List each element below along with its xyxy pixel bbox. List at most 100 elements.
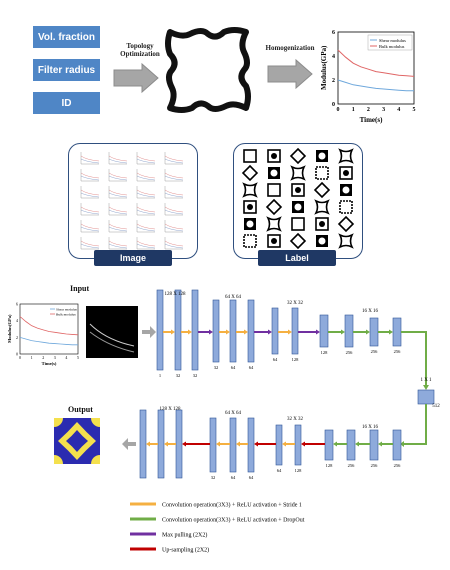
label-shape <box>267 234 281 248</box>
encoder-channel-label: 64 <box>249 365 254 370</box>
mini-chart-line <box>80 155 100 162</box>
input-vol-fraction: Vol. fraction <box>33 26 100 48</box>
mini-chart-line <box>108 209 128 215</box>
decoder-block <box>209 417 217 473</box>
label-shape-core <box>271 153 277 159</box>
mini-chart-line <box>80 243 100 249</box>
decoder-block <box>139 409 147 479</box>
encoder-connection-head <box>171 329 175 335</box>
small-xlabel: Time(s) <box>42 361 57 366</box>
encoder-block <box>369 317 379 347</box>
mini-chart-line <box>164 192 184 198</box>
mini-chart-line <box>108 223 128 230</box>
x-tick-label: 4 <box>397 107 400 113</box>
small-y-tick: 2 <box>16 335 18 340</box>
small-x-tick: 1 <box>31 355 33 360</box>
x-tick-label: 3 <box>382 107 385 113</box>
bottleneck-in-head <box>423 385 429 390</box>
label-shape <box>338 233 354 249</box>
mini-chart-line <box>164 175 184 181</box>
decoder-block <box>294 424 302 466</box>
encoder-channel-label: 32 <box>193 373 198 378</box>
label-shape <box>243 149 257 163</box>
series-line-bulk <box>337 49 415 77</box>
label-shape <box>243 200 257 214</box>
encoder-channel-label: 128 <box>321 350 329 355</box>
mini-chart-line <box>136 240 156 247</box>
x-tick-label: 2 <box>367 107 370 113</box>
decoder-channel-label: 256 <box>394 463 402 468</box>
network-diagram: 1323232646464128128256256256132323264646… <box>122 289 440 480</box>
legend-label: Convolution operation(3X3) + ReLU activa… <box>162 517 305 524</box>
mini-chart-line <box>80 240 100 247</box>
label-shape <box>314 199 330 215</box>
decoder-connection-head <box>378 441 382 447</box>
decoder-connection-head <box>254 441 258 447</box>
mini-chart-line <box>164 155 184 162</box>
dec-dim-16: 16 X 16 <box>362 425 379 430</box>
encoder-channel-label: 128 <box>292 357 300 362</box>
encoder-channel-label: 64 <box>231 365 236 370</box>
small-x-tick: 4 <box>65 355 67 360</box>
dec-dim-128: 128 X 128 <box>159 407 181 412</box>
output-arrow <box>122 438 136 450</box>
dec-dim-64: 64 X 64 <box>225 411 242 416</box>
decoder-block <box>324 429 334 461</box>
output-title: Output <box>68 405 93 414</box>
label-shape <box>315 217 329 231</box>
decoder-channel-label: 256 <box>371 463 379 468</box>
enc-dim-16: 16 X 16 <box>362 309 379 314</box>
homogenization-label: Homogenization <box>265 44 315 52</box>
topology-label-line1: Topology <box>126 42 154 50</box>
mini-chart-line <box>136 192 156 198</box>
encoder-channel-label: 64 <box>273 357 278 362</box>
input-filter-radius: Filter radius <box>33 59 100 81</box>
small-series-line <box>19 336 78 346</box>
y-tick-label: 4 <box>332 54 335 60</box>
mini-chart-line <box>136 175 156 181</box>
decoder-connection-head <box>216 441 220 447</box>
label-shape-core <box>295 187 301 193</box>
enc-dim-64: 64 X 64 <box>225 295 242 300</box>
y-tick-label: 6 <box>332 30 335 36</box>
x-tick-label: 0 <box>337 107 340 113</box>
bottleneck-ch: 512 <box>432 404 440 409</box>
encoder-block <box>229 299 237 363</box>
legend-entry: Shear modulus <box>379 38 406 43</box>
modulus-legend-box <box>367 34 413 51</box>
homogenization-arrow <box>267 58 313 90</box>
bottleneck-block <box>417 389 435 405</box>
topology-label: Topology Optimization <box>110 42 170 58</box>
y-tick-label: 0 <box>332 102 335 108</box>
label-panel-tag: Label <box>258 250 336 266</box>
small-plot-area <box>19 303 79 355</box>
label-shape-core <box>246 220 254 228</box>
encoder-connection-head <box>188 329 192 335</box>
mini-chart-line <box>164 223 184 230</box>
decoder-block <box>275 424 283 466</box>
dec-dim-32: 32 X 32 <box>287 417 304 422</box>
small-legend-entry: Shear modulus <box>56 308 78 312</box>
mini-chart-line <box>136 223 156 230</box>
encoder-block <box>291 307 299 355</box>
encoder-connection-head <box>209 329 213 335</box>
mini-chart-line <box>108 155 128 162</box>
decoder-connection-head <box>282 441 286 447</box>
decoder-connection-head <box>355 441 359 447</box>
mini-chart-line <box>80 158 100 164</box>
small-x-tick: 3 <box>54 355 56 360</box>
enc-dim-128: 128 X 128 <box>164 292 186 297</box>
mini-chart-line <box>108 226 128 232</box>
topology-label-line2: Optimization <box>120 50 160 58</box>
label-shape <box>289 147 307 165</box>
input-arrow <box>142 326 156 338</box>
small-x-tick: 2 <box>42 355 44 360</box>
input-title: Input <box>70 284 90 293</box>
decoder-channel-label: 64 <box>277 468 282 473</box>
y-tick-label: 2 <box>332 78 335 84</box>
bottleneck-dim: 1 X 1 <box>420 378 432 383</box>
label-shape <box>241 164 259 182</box>
encoder-connection-head <box>366 329 370 335</box>
mini-chart-line <box>164 226 184 232</box>
encoder-channel-label: 256 <box>346 350 354 355</box>
